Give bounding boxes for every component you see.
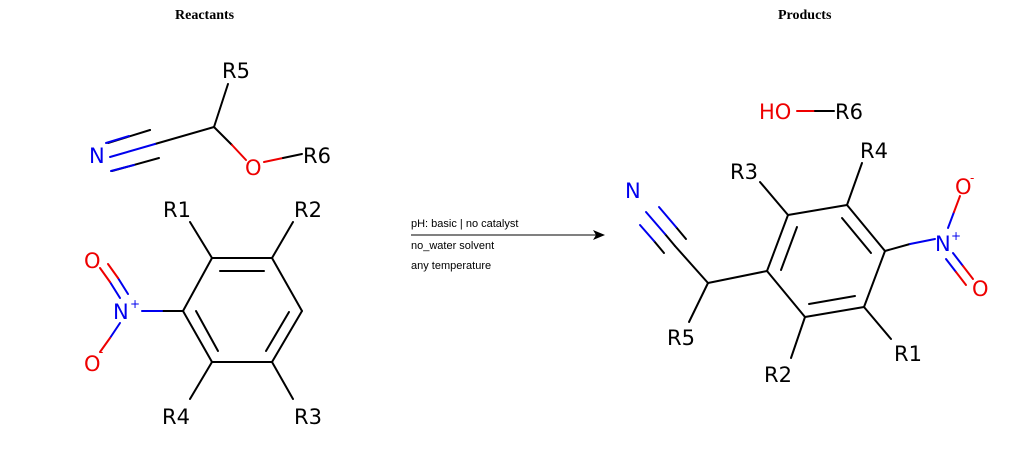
charge-minus-product: - (970, 171, 974, 185)
atom-oxygen-nitro-top-product: O (955, 175, 972, 199)
atom-r1-reactant: R1 (163, 198, 191, 222)
products-heading: Products (778, 8, 832, 23)
atom-nitrogen-nitro-product: N (935, 232, 951, 256)
atom-r6-reactant: R6 (303, 144, 331, 168)
atom-r2-reactant: R2 (294, 198, 322, 222)
atom-r1-product: R1 (894, 342, 922, 366)
charge-plus-reactant: + (130, 297, 140, 311)
atom-oxygen-nitro-bottom-reactant: O (84, 352, 101, 376)
nitro-group-product (909, 195, 974, 286)
atom-oxygen-nitro-top-reactant: O (84, 249, 101, 273)
atom-nitrogen-nitrile-reactant: N (89, 144, 105, 168)
reactant-cyanoether (105, 83, 303, 172)
condition-temperature: any temperature (411, 260, 492, 272)
condition-solvent: no_water solvent (411, 240, 495, 252)
atom-r5-product: R5 (667, 326, 695, 350)
atom-nitrogen-nitro-reactant: N (113, 300, 129, 324)
charge-minus-reactant: - (99, 345, 103, 359)
condition-ph: pH: basic | no catalyst (411, 218, 519, 230)
nitro-group-reactant (99, 263, 129, 353)
reactant-nitroarene (141, 221, 303, 400)
atom-r3-reactant: R3 (294, 405, 322, 429)
atom-r4-reactant: R4 (162, 405, 190, 429)
charge-plus-product: + (951, 229, 961, 243)
atom-r6-product: R6 (835, 100, 863, 124)
atom-r5-reactant: R5 (222, 59, 250, 83)
atom-r4-product: R4 (860, 139, 888, 163)
nitrile-group-product (639, 206, 687, 254)
atom-oxygen-ether: O (245, 156, 262, 180)
atom-hydroxyl: HO (759, 100, 791, 124)
atom-oxygen-nitro-bottom-product: O (972, 277, 989, 301)
atom-nitrogen-nitrile-product: N (625, 179, 641, 203)
reactants-heading: Reactants (175, 8, 235, 23)
atom-r3-product: R3 (730, 160, 758, 184)
atom-r2-product: R2 (764, 363, 792, 387)
product-arylacetonitrile (674, 162, 911, 359)
